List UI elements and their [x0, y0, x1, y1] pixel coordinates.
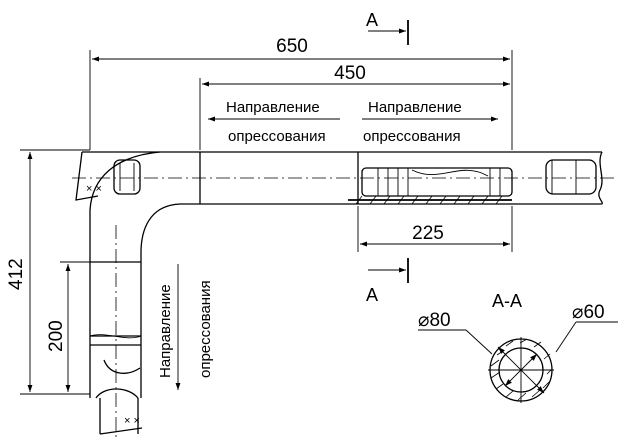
dimension-650-label: 650: [276, 36, 308, 57]
pressing-direction-right-word1: Направление: [368, 99, 462, 116]
dimension-200-label: 200: [46, 320, 67, 352]
dimension-650: 650: [89, 36, 513, 150]
pressing-direction-left-word1: Направление: [226, 99, 320, 116]
dimension-450-label: 450: [334, 63, 366, 84]
pressing-direction-right-word2: опрессования: [363, 128, 461, 145]
dimension-225: 225: [357, 206, 513, 252]
dimension-450: 450: [199, 63, 510, 150]
pressing-direction-left-word2: опрессования: [228, 128, 326, 145]
section-a-a-title: А-А: [492, 291, 522, 311]
pressing-direction-vertical-word1: Направление: [157, 284, 174, 378]
section-a-a: А-А ⌀80 ⌀60: [418, 291, 618, 403]
pressing-direction-vertical: Направление опрессования: [157, 264, 214, 390]
dimension-412: 412: [6, 149, 90, 395]
outer-diameter-label: ⌀80: [418, 310, 451, 331]
pressing-direction-left: Направление опрессования: [208, 99, 340, 145]
pressing-direction-right: Направление опрессования: [362, 99, 498, 145]
dimension-200: 200: [46, 261, 90, 392]
inner-diameter-label: ⌀60: [572, 302, 605, 323]
dimension-225-label: 225: [412, 223, 444, 244]
cross-mark-top: × ×: [86, 183, 102, 195]
dimension-412-label: 412: [6, 258, 27, 290]
section-mark-top-label: А: [366, 10, 378, 30]
section-mark-bottom-label: А: [366, 285, 378, 305]
section-mark-bottom: А: [366, 258, 409, 305]
cross-mark-bottom: × ×: [124, 415, 140, 427]
pipe-assembly: × × × ×: [72, 151, 615, 440]
pressing-direction-vertical-word2: опрессования: [197, 280, 214, 378]
section-mark-top: А: [366, 10, 409, 45]
